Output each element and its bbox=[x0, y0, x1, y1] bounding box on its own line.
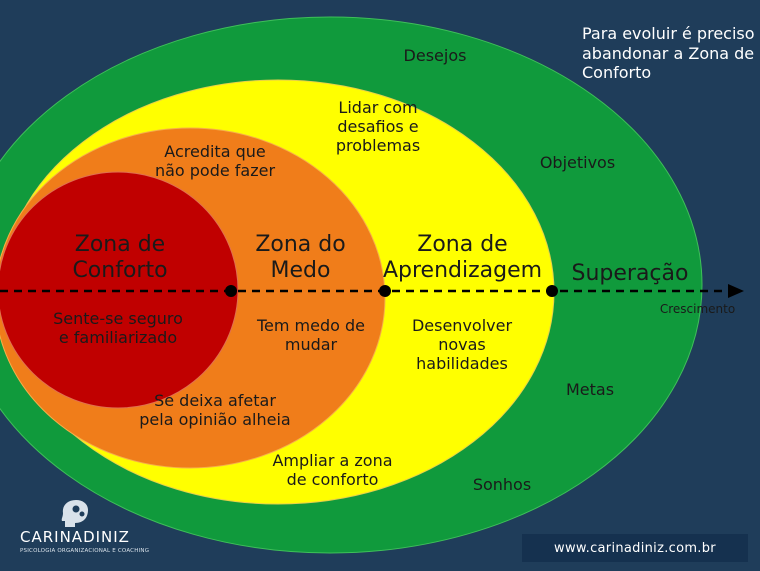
zona-medo-desc-2-line2: mudar bbox=[284, 335, 338, 355]
zona-conforto-desc-line2: e familiarizado bbox=[58, 328, 178, 348]
boundary-marker-aprendizagem bbox=[379, 285, 391, 297]
zona-conforto-desc: Sente-se seguro e familiarizado bbox=[28, 309, 208, 347]
zona-aprendizagem-desc-1-line1: Lidar com bbox=[338, 98, 418, 117]
zona-aprendizagem-desc-2-line1: Desenvolver bbox=[411, 316, 513, 335]
zona-aprendizagem-desc-1: Lidar com desafios e problemas bbox=[318, 98, 438, 156]
superacao-objetivos: Objetivos bbox=[539, 153, 616, 172]
logo-subtitle: PSICOLOGIA ORGANIZACIONAL E COACHING bbox=[20, 548, 150, 554]
zona-aprendizagem-desc-1-line3: problemas bbox=[335, 136, 421, 156]
logo-name: CARINADINIZ bbox=[20, 528, 130, 546]
zona-aprendizagem-title-line2: Aprendizagem bbox=[382, 258, 543, 284]
zona-medo-desc-1-line1: Acredita que bbox=[164, 142, 266, 161]
zona-aprendizagem-desc-3-line2: de conforto bbox=[286, 470, 379, 490]
growth-arrow-head bbox=[728, 284, 744, 298]
zona-aprendizagem-desc-1-line2: desafios e bbox=[337, 117, 419, 137]
zona-aprendizagem-desc-2-line3: habilidades bbox=[416, 354, 508, 374]
zona-conforto-desc-line1: Sente-se seguro bbox=[53, 309, 183, 328]
zona-aprendizagem-desc-2-line2: novas bbox=[438, 335, 486, 355]
boundary-marker-medo bbox=[225, 285, 237, 297]
zona-aprendizagem-desc-2: Desenvolver novas habilidades bbox=[392, 316, 532, 374]
zona-aprendizagem-desc-3-line1: Ampliar a zona bbox=[272, 451, 393, 470]
boundary-marker-superacao bbox=[546, 285, 558, 297]
zona-medo-desc-3: Se deixa afetar pela opinião alheia bbox=[115, 391, 315, 429]
evolution-note: Para evoluir é preciso abandonar a Zona … bbox=[582, 24, 755, 83]
zona-aprendizagem-title: Zona de Aprendizagem bbox=[375, 232, 550, 285]
zona-medo-desc-2-line1: Tem medo de bbox=[256, 316, 366, 335]
zona-aprendizagem-desc-3: Ampliar a zona de conforto bbox=[255, 451, 410, 489]
superacao-title: Superação bbox=[571, 261, 689, 286]
zona-conforto-title: Zona de Conforto bbox=[30, 232, 210, 285]
zona-conforto-title-line2: Conforto bbox=[72, 258, 168, 284]
zona-aprendizagem-title-line1: Zona de bbox=[417, 232, 508, 257]
website-url[interactable]: www.carinadiniz.com.br bbox=[522, 534, 748, 562]
superacao-desejos: Desejos bbox=[403, 46, 467, 65]
zona-medo-desc-3-line2: pela opinião alheia bbox=[139, 410, 291, 430]
arrow-label: Crescimento bbox=[659, 302, 736, 316]
zona-medo-title-line2: Medo bbox=[270, 258, 331, 284]
zona-medo-desc-2: Tem medo de mudar bbox=[236, 316, 386, 354]
brand-logo: CARINADINIZ PSICOLOGIA ORGANIZACIONAL E … bbox=[14, 498, 149, 562]
zona-medo-title-line1: Zona do bbox=[255, 232, 346, 257]
zona-medo-desc-3-line1: Se deixa afetar bbox=[154, 391, 276, 410]
superacao-sonhos: Sonhos bbox=[472, 475, 532, 494]
zona-medo-title: Zona do Medo bbox=[228, 232, 373, 285]
superacao-metas: Metas bbox=[565, 380, 615, 399]
zona-medo-desc-1: Acredita que não pode fazer bbox=[130, 142, 300, 180]
zona-conforto-title-line1: Zona de bbox=[74, 232, 166, 257]
zona-medo-desc-1-line2: não pode fazer bbox=[154, 161, 276, 181]
head-profile-icon bbox=[61, 500, 88, 527]
